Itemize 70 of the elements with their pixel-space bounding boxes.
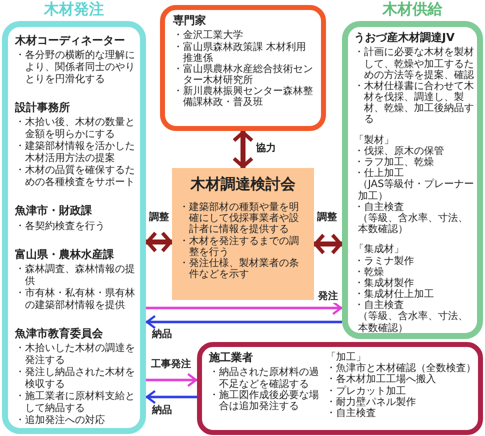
bullet-item: ・耐力壁パネル製作 xyxy=(326,396,417,408)
info-box xyxy=(197,342,483,435)
bullet-item: ・富山県森林政策課 木材利用推進係 xyxy=(173,42,308,64)
info-box xyxy=(160,5,326,131)
edge-label: 協力 xyxy=(256,143,276,155)
bullet-item: ・木材を発注するまでの調整を行う xyxy=(179,236,300,258)
bullet-item: ・市有林・私有林・県有林の建築部材情報を提供 xyxy=(15,288,135,312)
note-text: （等級、含水率、寸法、本数確認） xyxy=(357,212,469,236)
bullet-item: ・森林調査、森林情報の提供 xyxy=(15,264,135,288)
bullet-item: ・建築部材の種類や量を明確にして伐採事業者や設計者に情報を提供する xyxy=(179,202,300,236)
bullet-item: ・金沢工業大学 xyxy=(173,30,244,42)
double-arrow xyxy=(232,130,254,168)
group-heading: 木材発注 xyxy=(42,0,105,18)
bullet-item: ・ラフ加工、乾燥 xyxy=(354,157,435,168)
bullet-item: ・仕上加工 xyxy=(354,168,404,180)
bullet-item: ・建築部材情報を活かした木材活用方法の提案 xyxy=(15,141,135,164)
section-heading: 木材コーディネーター xyxy=(15,34,126,48)
section-heading: 施工業者 xyxy=(209,352,254,364)
edge-label: 調整 xyxy=(317,212,337,224)
bullet-item: ・施工図作成後必要な場合は追加発注する xyxy=(209,390,320,412)
section-heading: うおづ産木材調達JV xyxy=(354,32,456,44)
bullet-item: ・計画に必要な木材を製材して、乾燥や加工するための方法等を提案、確認 xyxy=(354,47,474,81)
bullet-item: ・追加発注への対応 xyxy=(15,414,106,427)
bullet-item: ・木材仕様書に合わせて木材を伐採、調達し、製材、乾燥、加工後納品する xyxy=(354,80,474,126)
bullet-item: ・自主検査 xyxy=(354,202,404,213)
subsection-heading: 「集成材」 xyxy=(354,244,405,256)
subsection-heading: 「加工」 xyxy=(326,352,367,363)
bullet-item: ・木材の品質を確保するための各種検査をサポート xyxy=(15,165,135,190)
edge-label: 工事発注 xyxy=(151,359,191,371)
bullet-item: ・発注仕様、製材業者の条件などを示す xyxy=(179,258,300,280)
bullet-item: ・新川農林振興センター森林整備課林政・普及班 xyxy=(173,86,314,109)
note-text: （JAS等級付・プレーナー加工） xyxy=(357,179,474,202)
double-arrow xyxy=(314,233,342,255)
bullet-item: ・集成材製作 xyxy=(354,278,414,289)
bullet-item: ・プレカット加工 xyxy=(326,386,406,397)
bullet-item: ・集成材仕上加工 xyxy=(354,289,435,300)
edge-label: 調整 xyxy=(149,212,169,224)
edge-label: 納品 xyxy=(152,405,172,417)
bullet-item: ・施工業者に原材料支給として納品する xyxy=(15,390,135,414)
bullet-item: ・自主検査 xyxy=(326,408,377,420)
box-title: 木材調達検討会 xyxy=(189,175,296,193)
section-heading: 専門家 xyxy=(173,15,207,28)
double-arrow xyxy=(146,231,172,253)
group-heading: 木材供給 xyxy=(381,0,444,18)
bullet-item: ・木拾いした木材の調達を発注する xyxy=(15,342,135,366)
bullet-item: ・自主検査 xyxy=(354,300,404,312)
edge-label: 納品 xyxy=(152,329,172,341)
bullet-item: ・発注し納品された木材を検収する xyxy=(15,366,135,390)
bullet-item: ・魚津市と木材確認（全数検査） xyxy=(326,363,476,374)
bullet-item: ・各契約検査を行う xyxy=(15,220,106,233)
section-heading: 設計事務所 xyxy=(15,101,71,114)
bullet-item: ・各木材加工工場へ搬入 xyxy=(326,374,437,386)
subsection-heading: 「製材」 xyxy=(354,134,395,146)
section-heading: 富山県・農林水産課 xyxy=(15,248,115,261)
arrow xyxy=(146,372,198,388)
arrow xyxy=(146,300,342,316)
bullet-item: ・納品された原材料の過不足などを確認する xyxy=(209,367,320,390)
bullet-item: ・各分野の横断的な理解により、関係者同士のやりとりを円滑化する xyxy=(15,50,135,86)
arrow xyxy=(146,390,197,404)
edge-label: 発注 xyxy=(318,291,338,303)
bullet-item: ・ラミナ製作 xyxy=(354,256,415,267)
section-heading: 魚津市・財政課 xyxy=(15,204,93,218)
bullet-item: ・伐採、原木の保管 xyxy=(354,146,445,157)
committee-box xyxy=(172,168,314,300)
bullet-item: ・木拾い後、木材の数量と金額を明らかにする xyxy=(15,117,135,140)
bullet-item: ・富山県農林水産総合技術センター木材研究所 xyxy=(173,64,314,86)
section-heading: 魚津市教育委員会 xyxy=(15,326,104,340)
arrow xyxy=(146,314,342,330)
bullet-item: ・乾燥 xyxy=(354,266,384,278)
note-text: （等級、含水率、寸法、本数確認） xyxy=(357,311,469,334)
